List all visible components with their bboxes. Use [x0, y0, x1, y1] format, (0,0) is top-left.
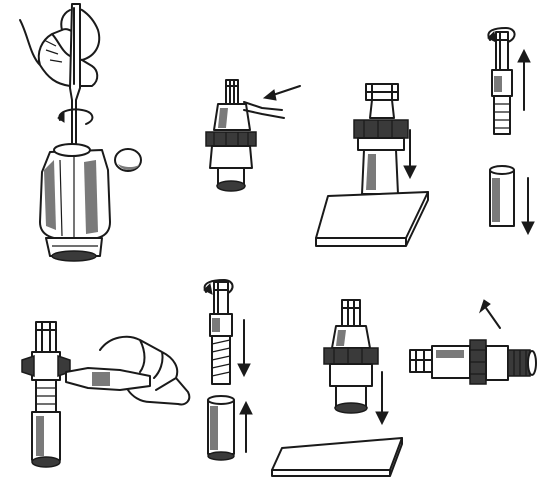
panel-1 [19, 3, 142, 262]
rotation-arrow-icon [58, 108, 94, 125]
hand-illustration [99, 335, 191, 406]
up-arrow-icon [517, 48, 531, 63]
down-arrow-icon [521, 221, 535, 236]
panel-2 [205, 79, 301, 192]
hand-illustration [19, 5, 101, 87]
up-arrow-icon [239, 400, 253, 415]
panel-3 [315, 83, 429, 247]
press-block-icon [315, 191, 429, 239]
down-arrow-icon [237, 363, 251, 378]
pliers-icon [243, 101, 285, 119]
panel-4 [487, 27, 535, 236]
panel-7 [271, 299, 403, 477]
press-block-icon [271, 437, 403, 471]
panel-8 [409, 299, 537, 385]
rotate-up-arrow-icon [478, 299, 491, 314]
panel-5 [21, 321, 191, 468]
rotation-arrow-icon [487, 27, 516, 43]
down-arrow-icon [403, 165, 417, 180]
rotation-arrow-icon [203, 279, 234, 295]
cartridge-icon [225, 79, 239, 105]
small-cap-icon [114, 148, 142, 172]
down-arrow-icon [375, 411, 389, 426]
panel-6 [203, 279, 253, 461]
push-arrow-icon [262, 89, 277, 101]
